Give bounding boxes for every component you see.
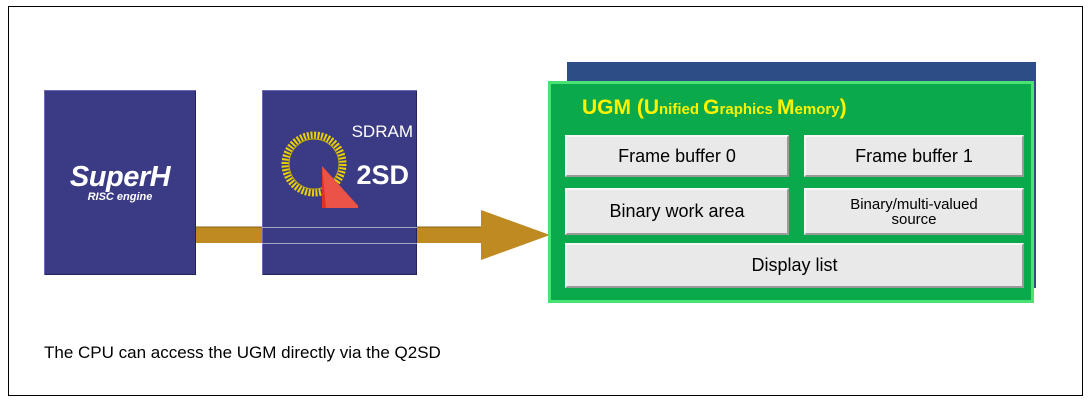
- q2sd-chip: SDRAM 2SD: [262, 90, 417, 275]
- ugm-title: UGM (Unified Graphics Memory): [582, 96, 847, 120]
- ugm-title-part: U: [643, 96, 659, 119]
- arrow-head: [481, 210, 550, 260]
- ugm-title-part: M: [777, 96, 795, 119]
- ugm-title-part: raphics: [719, 101, 778, 118]
- superh-logo-subtext: RISC engine: [87, 191, 153, 203]
- q2sd-bus-line-bottom: [262, 243, 417, 244]
- binary-source-line2: source: [891, 210, 937, 228]
- q2sd-name-label: 2SD: [356, 160, 409, 190]
- sdram-label: SDRAM: [351, 122, 413, 141]
- q2sd-q-logo-icon: [281, 131, 358, 208]
- binary-source-line1: Binary/multi-valued: [850, 195, 978, 213]
- binary-work-area-cell: Binary work area: [565, 188, 789, 235]
- ugm-title-part: G: [703, 96, 720, 119]
- ugm-title-part: ): [839, 96, 847, 119]
- ugm-title-part: nified: [659, 101, 704, 118]
- ugm-block: UGM (Unified Graphics Memory) Frame buff…: [548, 81, 1034, 303]
- cpu-chip: SuperH RISC engine: [44, 90, 196, 275]
- bus-segment-q2sd-ugm: [417, 227, 481, 243]
- superh-logo: SuperH: [69, 161, 171, 193]
- diagram-caption: The CPU can access the UGM directly via …: [44, 343, 441, 362]
- ugm-title-part: emory: [794, 101, 840, 118]
- ugm-title-part: UGM (: [582, 96, 644, 119]
- q2sd-bus-line-top: [262, 227, 417, 228]
- frame-buffer-1-cell: Frame buffer 1: [804, 135, 1024, 177]
- frame-buffer-0-cell: Frame buffer 0: [565, 135, 789, 177]
- bus-segment-cpu-q2sd: [196, 227, 262, 243]
- binary-multi-valued-source-cell: Binary/multi-valued source: [804, 188, 1024, 235]
- display-list-cell: Display list: [565, 243, 1024, 288]
